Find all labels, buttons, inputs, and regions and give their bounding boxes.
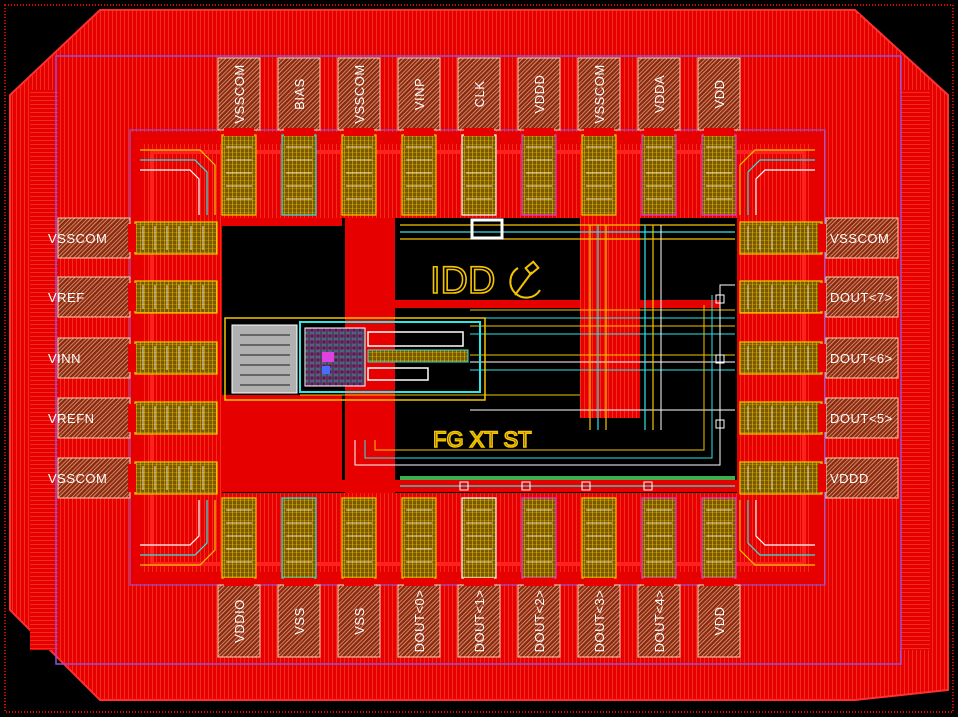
pad-b7[interactable]: DOUT<3>	[577, 497, 621, 658]
pad-b8[interactable]: DOUT<4>	[637, 497, 681, 658]
pad-label-l3: VINN	[48, 351, 81, 366]
pad-label-b6: DOUT<2>	[532, 590, 547, 653]
pad-b2[interactable]: VSS	[277, 497, 321, 658]
pad-label-t7: VSSCOM	[592, 64, 607, 123]
pad-r5[interactable]: VDDD	[739, 457, 899, 499]
pad-r1[interactable]: VSSCOM	[739, 217, 899, 259]
pad-t3[interactable]: VSSCOM	[337, 57, 381, 216]
pad-r3[interactable]: DOUT<6>	[739, 337, 899, 379]
pad-label-b1: VDDIO	[232, 599, 247, 643]
corner-wiring	[140, 149, 815, 566]
pad-r2[interactable]: DOUT<7>	[739, 276, 899, 318]
pad-l1[interactable]: VSSCOM	[48, 217, 218, 259]
team-text: FG XT ST	[433, 427, 532, 452]
pad-label-b2: VSS	[292, 607, 307, 635]
pad-t1[interactable]: VSSCOM	[217, 57, 261, 216]
pad-label-l2: VREF	[48, 290, 85, 305]
pad-label-t5: CLK	[472, 81, 487, 108]
pad-t8[interactable]: VDDA	[637, 57, 681, 216]
pad-l2[interactable]: VREF	[48, 276, 218, 318]
pad-label-r5: VDDD	[830, 471, 869, 486]
pad-ring-outer	[55, 55, 902, 665]
pad-label-l5: VSSCOM	[48, 471, 107, 486]
pad-label-b5: DOUT<1>	[472, 590, 487, 653]
pad-label-t6: VDDD	[532, 75, 547, 114]
pad-label-r1: VSSCOM	[830, 231, 889, 246]
pad-t5[interactable]: CLK	[457, 57, 501, 216]
pad-l3[interactable]: VINN	[48, 337, 218, 379]
marker-box	[470, 218, 504, 240]
pad-label-b4: DOUT<0>	[412, 590, 427, 653]
pad-b1[interactable]: VDDIO	[217, 497, 261, 658]
pad-label-l1: VSSCOM	[48, 231, 107, 246]
pad-label-t1: VSSCOM	[232, 64, 247, 123]
pad-label-b9: VDD	[712, 607, 727, 636]
pad-label-b3: VSS	[352, 607, 367, 635]
pad-label-r2: DOUT<7>	[830, 290, 893, 305]
pad-l4[interactable]: VREFN	[48, 397, 218, 439]
pad-b9[interactable]: VDD	[697, 497, 741, 658]
pad-b4[interactable]: DOUT<0>	[397, 497, 441, 658]
pad-label-t4: VINP	[412, 78, 427, 110]
pad-t4[interactable]: VINP	[397, 57, 441, 216]
pad-t7[interactable]: VSSCOM	[577, 57, 621, 216]
pad-label-t2: BIAS	[292, 78, 307, 110]
pad-label-l4: VREFN	[48, 411, 95, 426]
pad-label-t3: VSSCOM	[352, 64, 367, 123]
pad-b6[interactable]: DOUT<2>	[517, 497, 561, 658]
pad-label-b8: DOUT<4>	[652, 590, 667, 653]
analog-core-block[interactable]	[224, 317, 486, 401]
pad-l5[interactable]: VSSCOM	[48, 457, 218, 499]
pad-b5[interactable]: DOUT<1>	[457, 497, 501, 658]
logo-text: IDD	[430, 260, 495, 302]
pad-label-r3: DOUT<6>	[830, 351, 893, 366]
pad-label-t9: VDD	[712, 80, 727, 109]
pad-label-r4: DOUT<5>	[830, 411, 893, 426]
pad-t6[interactable]: VDDD	[517, 57, 561, 216]
pad-b3[interactable]: VSS	[337, 497, 381, 658]
io-pads: VSSCOM BIAS VSSCOM VINP CLK VDDD VSSCOM VDDA VDD…	[48, 57, 899, 658]
pad-t2[interactable]: BIAS	[277, 57, 321, 216]
pad-label-b7: DOUT<3>	[592, 590, 607, 653]
pad-label-t8: VDDA	[652, 75, 667, 113]
pad-t9[interactable]: VDD	[697, 57, 741, 216]
pad-r4[interactable]: DOUT<5>	[739, 397, 899, 439]
hammer-sickle-icon	[509, 260, 541, 299]
